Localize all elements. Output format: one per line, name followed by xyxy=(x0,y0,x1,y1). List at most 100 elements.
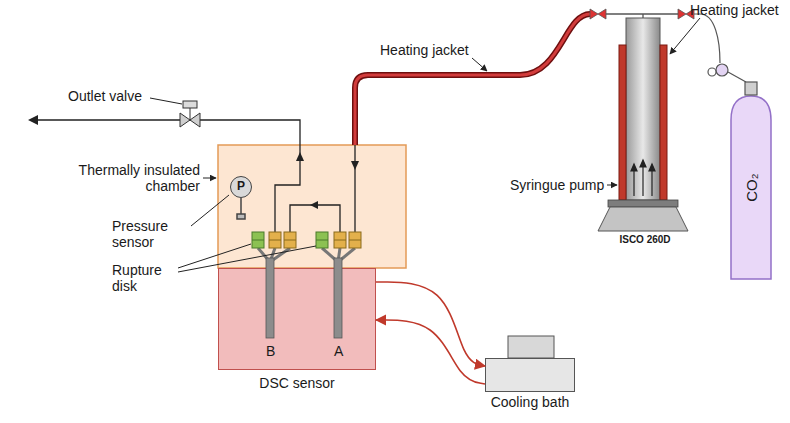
fittings xyxy=(269,240,281,241)
leader-lines xyxy=(150,18,700,272)
syringe-pump xyxy=(642,166,643,196)
node-text: A xyxy=(334,343,343,359)
syringe-pump xyxy=(598,207,688,231)
coolant-line xyxy=(376,320,485,384)
part-label: Rupture disk xyxy=(112,262,174,294)
part-label: Heating jacket xyxy=(380,42,469,58)
fittings xyxy=(334,232,346,248)
sensor-tubes xyxy=(322,248,338,262)
flow-arrows xyxy=(310,201,318,209)
co2-regulator xyxy=(716,64,728,76)
sensor-tubes xyxy=(270,248,290,262)
part-label: Heating jacket xyxy=(690,2,779,18)
co2-regulator xyxy=(745,82,757,95)
gas-lines xyxy=(36,120,355,232)
node-text: Cooling bath xyxy=(491,394,570,410)
pressure-sensor-stem xyxy=(237,214,245,219)
syringe-pump xyxy=(651,170,652,196)
fittings xyxy=(349,232,361,248)
sensor-rods xyxy=(266,258,274,338)
flow-arrows xyxy=(28,115,359,209)
leader-lines xyxy=(191,195,229,226)
node-text: P xyxy=(237,180,245,194)
syringe-pump xyxy=(686,9,694,19)
leader-lines xyxy=(178,244,251,268)
syringe-pump xyxy=(660,45,667,200)
outlet-valve-symbol xyxy=(190,108,191,120)
syringe-pump xyxy=(619,45,626,200)
part-label: Outlet valve xyxy=(68,88,142,104)
syringe-pump xyxy=(631,164,637,171)
fittings xyxy=(252,232,361,248)
fittings xyxy=(284,232,296,248)
syringe-pump xyxy=(640,160,646,167)
co2-regulator xyxy=(728,72,746,82)
sensor-rods xyxy=(334,258,342,338)
syringe-pump xyxy=(606,13,678,14)
syringe-pump xyxy=(598,9,606,19)
syringe-pump xyxy=(649,164,655,171)
leader-lines xyxy=(150,98,182,104)
heating-pipe xyxy=(355,14,590,145)
part-label: Pressure sensor xyxy=(112,218,190,250)
fittings xyxy=(334,240,346,241)
gas-lines xyxy=(290,205,340,232)
sensor-tubes xyxy=(338,248,340,262)
leader-lines xyxy=(670,18,700,54)
fittings xyxy=(284,240,296,241)
cooling-bath: Cooling bath xyxy=(485,358,575,392)
syringe-pump xyxy=(626,18,660,200)
flow-arrows xyxy=(351,161,359,170)
co2-regulator xyxy=(694,14,720,63)
co2-regulator xyxy=(694,14,757,95)
leader-lines xyxy=(472,58,487,71)
fittings xyxy=(349,240,361,241)
pressure-sensor: P xyxy=(230,176,252,198)
pressure-sensor-stem xyxy=(237,198,245,219)
outlet-valve-symbol xyxy=(190,113,200,127)
outlet-valve-symbol xyxy=(180,113,190,127)
fittings xyxy=(252,232,264,248)
sensor-tubes xyxy=(258,248,270,262)
sensor-tubes xyxy=(270,248,275,262)
gas-lines xyxy=(36,120,300,232)
fittings xyxy=(269,232,281,248)
cooling-bath-lid xyxy=(508,336,554,358)
leader-lines xyxy=(178,246,316,272)
syringe-pump xyxy=(590,9,598,19)
syringe-pump xyxy=(642,14,643,18)
cylinder-outline xyxy=(731,96,771,279)
sensor-tubes xyxy=(258,248,355,262)
syringe-pump xyxy=(608,200,678,207)
syringe-pump xyxy=(590,9,694,231)
syringe-pump xyxy=(633,170,634,196)
heating-pipe xyxy=(355,14,590,145)
sensor-tubes xyxy=(338,248,355,262)
part-label: ISCO 260D xyxy=(619,234,670,246)
fittings xyxy=(316,240,328,241)
part-label: Thermally insulated chamber xyxy=(70,162,200,194)
co2-cylinder: CO₂ xyxy=(730,95,772,280)
sensor-rods xyxy=(266,258,342,338)
dsc-sensor: BADSC sensor xyxy=(218,268,376,370)
leader-lines xyxy=(607,185,617,186)
gas-lines xyxy=(354,145,355,232)
fittings xyxy=(252,240,264,241)
syringe-pump xyxy=(631,160,655,196)
node-text: DSC sensor xyxy=(259,375,334,391)
outlet-valve-symbol xyxy=(183,101,197,108)
flow-arrows xyxy=(296,152,304,161)
coolant-line xyxy=(376,282,485,366)
co2-regulator xyxy=(708,68,716,76)
heating-pipe xyxy=(355,14,590,145)
fittings xyxy=(316,232,328,248)
outlet-valve-symbol xyxy=(180,101,200,127)
cooling-bath-lid xyxy=(508,336,554,358)
leader-lines xyxy=(203,178,216,179)
flow-arrows xyxy=(28,115,38,125)
syringe-pump xyxy=(678,9,686,19)
insulated-chamber xyxy=(218,145,406,268)
